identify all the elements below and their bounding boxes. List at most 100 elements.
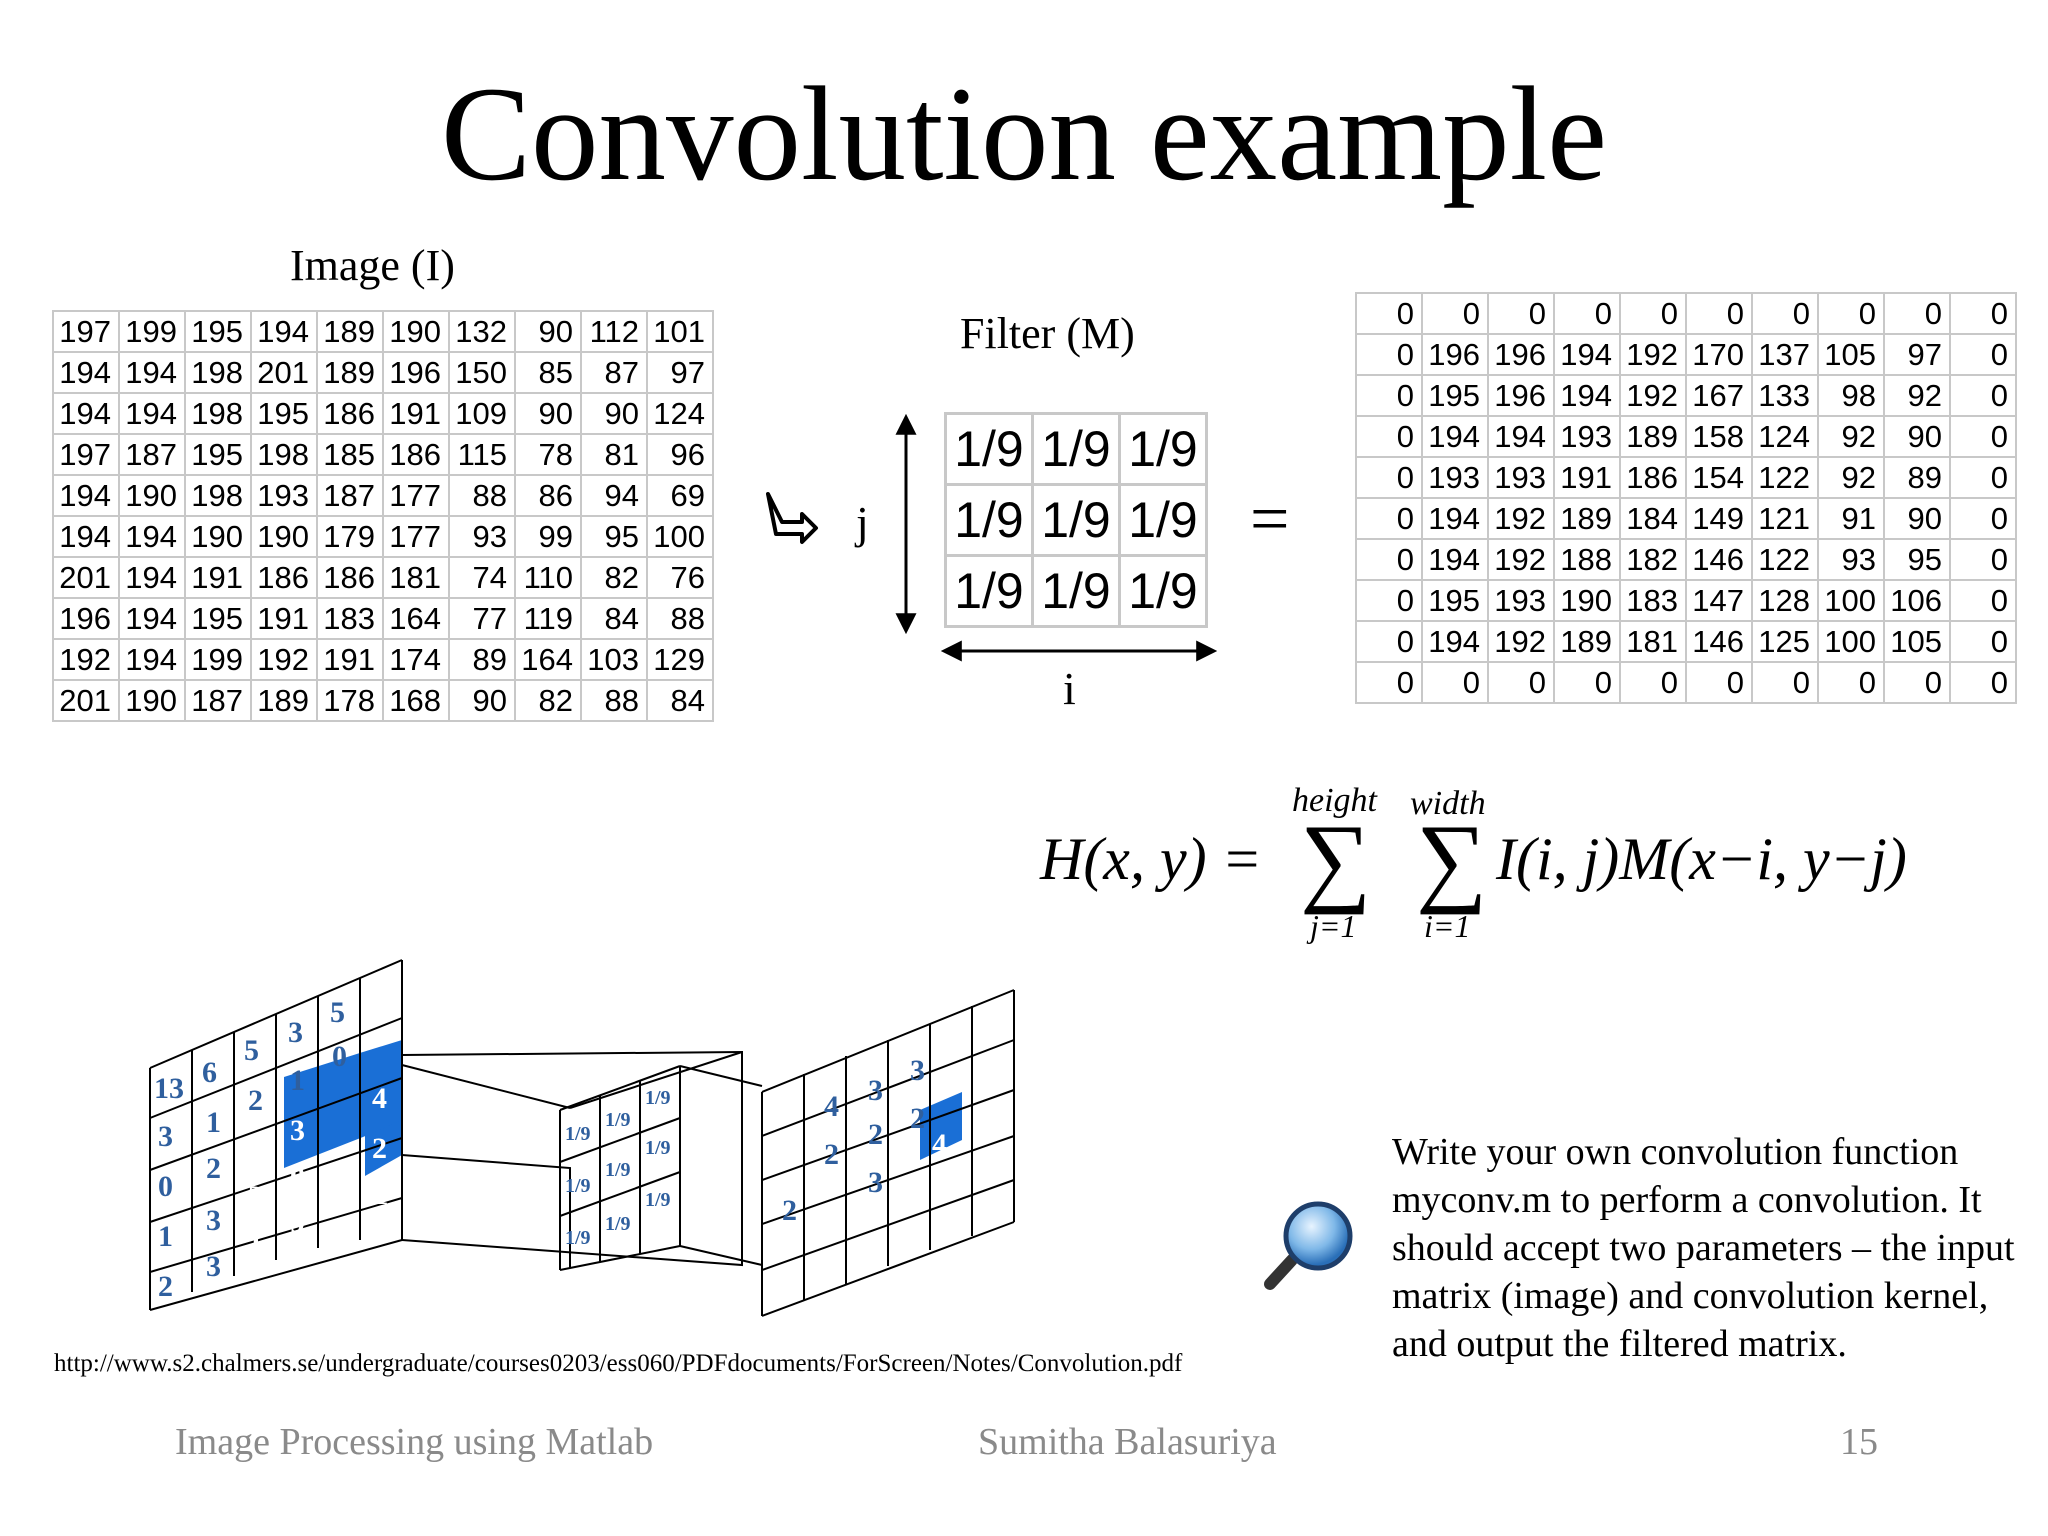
result-cell: 0 xyxy=(1751,661,1819,704)
magnifier-icon xyxy=(1262,1196,1366,1297)
result-cell: 0 xyxy=(1883,661,1951,704)
image-cell: 78 xyxy=(514,433,582,476)
image-cell: 190 xyxy=(250,515,318,558)
result-cell: 182 xyxy=(1619,538,1687,581)
result-cell: 100 xyxy=(1817,579,1885,622)
result-cell: 190 xyxy=(1553,579,1621,622)
result-cell: 124 xyxy=(1751,415,1819,458)
image-cell: 177 xyxy=(382,515,450,558)
result-cell: 193 xyxy=(1553,415,1621,458)
result-cell: 0 xyxy=(1751,292,1819,335)
left-grid-value: 0 xyxy=(158,1170,173,1203)
result-cell: 0 xyxy=(1949,374,2017,417)
image-cell: 198 xyxy=(184,392,252,435)
left-grid-value: 9 xyxy=(290,1206,305,1239)
image-cell: 74 xyxy=(448,556,516,599)
result-cell: 105 xyxy=(1817,333,1885,376)
result-cell: 194 xyxy=(1421,415,1489,458)
result-cell: 154 xyxy=(1685,456,1753,499)
image-cell: 191 xyxy=(184,556,252,599)
result-cell: 106 xyxy=(1883,579,1951,622)
result-cell: 0 xyxy=(1355,415,1423,458)
result-cell: 133 xyxy=(1751,374,1819,417)
slide-title: Convolution example xyxy=(440,60,1608,209)
result-cell: 0 xyxy=(1817,292,1885,335)
footer-author: Sumitha Balasuriya xyxy=(978,1421,1277,1463)
image-cell: 88 xyxy=(580,679,648,722)
image-cell: 190 xyxy=(118,474,186,517)
image-cell: 195 xyxy=(184,433,252,476)
left-grid-value: 5 xyxy=(244,1034,259,1067)
result-cell: 92 xyxy=(1883,374,1951,417)
result-cell: 194 xyxy=(1421,497,1489,540)
image-cell: 90 xyxy=(514,392,582,435)
result-cell: 0 xyxy=(1355,579,1423,622)
image-cell: 90 xyxy=(448,679,516,722)
result-cell: 0 xyxy=(1421,661,1489,704)
image-cell: 191 xyxy=(316,638,384,681)
image-cell: 87 xyxy=(580,351,648,394)
result-cell: 90 xyxy=(1883,415,1951,458)
formula-lhs: H(x, y) = xyxy=(1040,826,1263,892)
image-cell: 194 xyxy=(118,638,186,681)
result-cell: 89 xyxy=(1883,456,1951,499)
image-cell: 187 xyxy=(118,433,186,476)
filter-cell: 1/9 xyxy=(944,554,1034,628)
image-cell: 81 xyxy=(580,433,648,476)
result-cell: 122 xyxy=(1751,456,1819,499)
convolution-diagram: 13 6 5 3 5 1 2 1 0 3 4 3 4 0 2 2 0 2 1 3… xyxy=(149,959,1015,1317)
kernel-cell: 1/9 xyxy=(605,1213,631,1235)
image-cell: 112 xyxy=(580,310,648,353)
result-cell: 146 xyxy=(1685,538,1753,581)
image-cell: 77 xyxy=(448,597,516,640)
image-cell: 183 xyxy=(316,597,384,640)
result-cell: 196 xyxy=(1421,333,1489,376)
filter-cell: 1/9 xyxy=(1118,554,1208,628)
image-cell: 186 xyxy=(250,556,318,599)
result-cell: 192 xyxy=(1619,374,1687,417)
result-cell: 189 xyxy=(1553,620,1621,663)
image-cell: 196 xyxy=(52,597,120,640)
hook-arrow-icon xyxy=(760,488,820,553)
image-cell: 124 xyxy=(646,392,714,435)
result-cell: 167 xyxy=(1685,374,1753,417)
image-cell: 93 xyxy=(448,515,516,558)
image-cell: 189 xyxy=(316,351,384,394)
result-cell: 0 xyxy=(1355,292,1423,335)
image-cell: 194 xyxy=(52,392,120,435)
result-cell: 189 xyxy=(1619,415,1687,458)
result-cell: 158 xyxy=(1685,415,1753,458)
filter-cell: 1/9 xyxy=(944,412,1034,486)
image-cell: 190 xyxy=(382,310,450,353)
image-cell: 109 xyxy=(448,392,516,435)
image-cell: 174 xyxy=(382,638,450,681)
output-value: 2 xyxy=(868,1118,883,1151)
image-cell: 193 xyxy=(250,474,318,517)
left-grid-value: 3 xyxy=(158,1120,173,1153)
image-cell: 185 xyxy=(316,433,384,476)
filter-cell: 1/9 xyxy=(1031,412,1121,486)
result-cell: 121 xyxy=(1751,497,1819,540)
result-cell: 149 xyxy=(1685,497,1753,540)
output-value: 3 xyxy=(868,1166,883,1199)
result-cell: 170 xyxy=(1685,333,1753,376)
sum2-sigma: ∑ xyxy=(1416,804,1488,915)
connect-lines xyxy=(679,1065,763,1266)
result-cell: 100 xyxy=(1817,620,1885,663)
filter-cell: 1/9 xyxy=(1118,483,1208,557)
image-cell: 94 xyxy=(580,474,648,517)
result-cell: 0 xyxy=(1553,661,1621,704)
image-cell: 199 xyxy=(118,310,186,353)
result-cell: 195 xyxy=(1421,374,1489,417)
result-cell: 0 xyxy=(1949,415,2017,458)
kernel-cell: 1/9 xyxy=(605,1159,631,1181)
